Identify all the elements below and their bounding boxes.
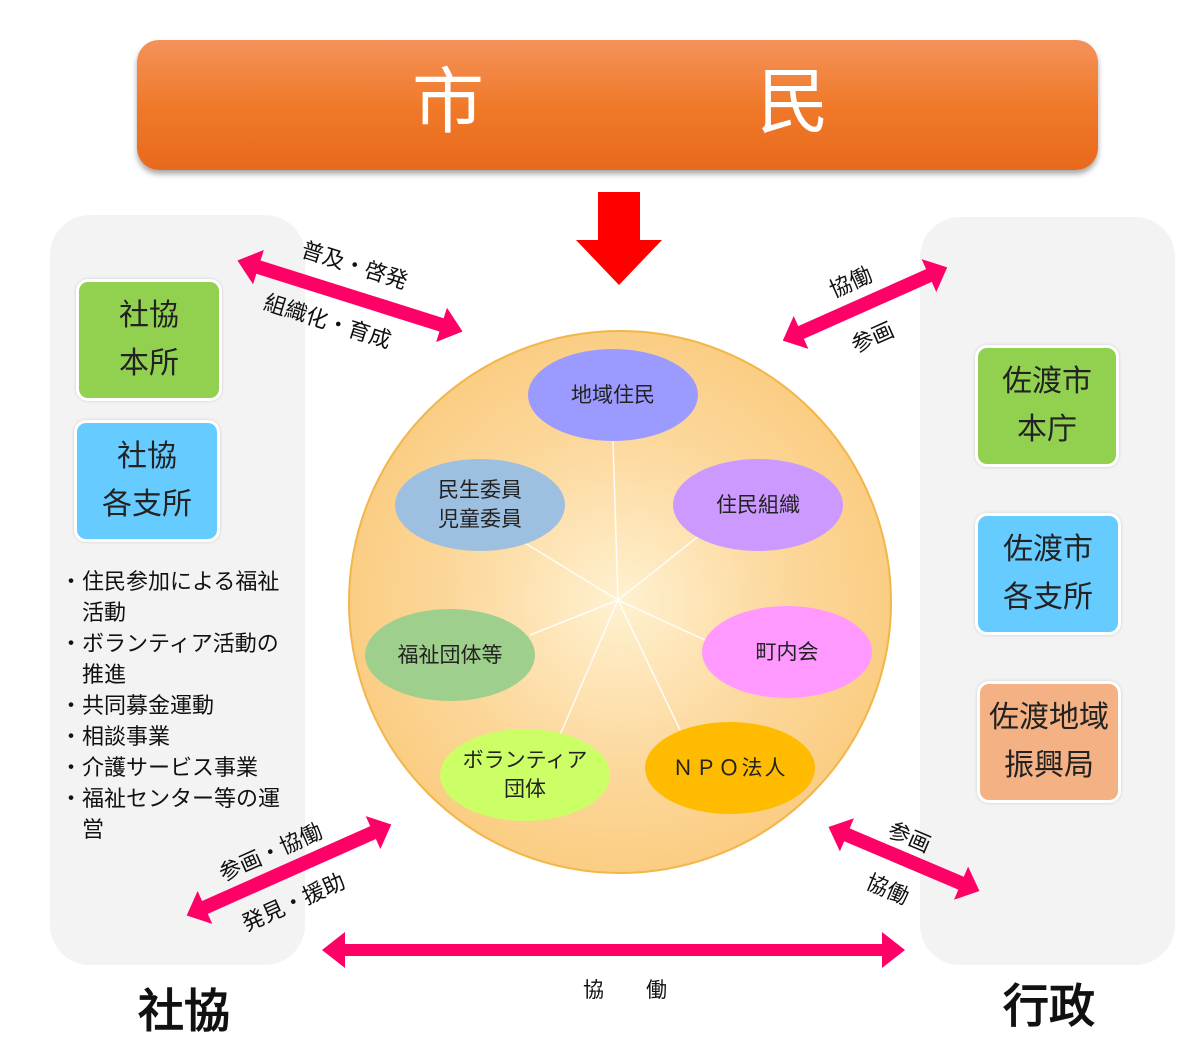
node-neighborhood-association: 町内会 <box>702 606 872 698</box>
double-arrow-icon <box>828 818 980 900</box>
list-item: 福祉センター等の運営 <box>60 784 300 846</box>
list-item: 共同募金運動 <box>60 691 300 722</box>
list-item: 相談事業 <box>60 722 300 753</box>
box-line: 本所 <box>119 346 179 381</box>
node-label: ボランティア <box>462 748 588 772</box>
node-volunteer-groups: ボランティア団体 <box>440 729 610 821</box>
node-label: 福祉団体等 <box>397 642 503 667</box>
box-line: 各支所 <box>1003 580 1093 615</box>
spoke-lines <box>519 439 706 736</box>
node-local-residents: 地域住民 <box>528 349 698 441</box>
node-label: 地域住民 <box>571 382 655 407</box>
box-line: 佐渡地域 <box>989 700 1109 735</box>
box-line: 佐渡市 <box>1002 364 1092 399</box>
node-welfare-groups: 福祉団体等 <box>365 609 535 701</box>
double-arrow-icon <box>186 816 392 924</box>
sado-regional-office-box: 佐渡地域振興局 <box>977 681 1121 803</box>
sado-city-hall-box: 佐渡市本庁 <box>975 345 1119 467</box>
box-line: 社協 <box>119 298 179 333</box>
box-line: 佐渡市 <box>1003 532 1093 567</box>
citizens-banner: 市 民 <box>137 40 1098 170</box>
gyosei-title: 行政 <box>1003 979 1095 1033</box>
shakyo-headquarters-box: 社協本所 <box>76 279 222 401</box>
double-arrow-icon <box>322 932 905 968</box>
shakyo-activities-list: 住民参加による福祉活動 ボランティア活動の推進 共同募金運動 相談事業 介護サー… <box>60 567 300 846</box>
node-resident-organizations: 住民組織 <box>673 459 843 551</box>
node-label: 児童委員 <box>438 507 522 531</box>
box-line: 本庁 <box>1017 412 1077 447</box>
sado-city-branches-box: 佐渡市各支所 <box>975 513 1121 635</box>
box-line: 社協 <box>117 439 177 474</box>
double-arrow-icon <box>782 259 948 349</box>
node-label: ＮＰＯ法人 <box>672 755 788 780</box>
list-item: 住民参加による福祉活動 <box>60 567 300 629</box>
list-item: ボランティア活動の推進 <box>60 629 300 691</box>
node-label: 町内会 <box>755 639 819 664</box>
shakyo-title: 社協 <box>138 984 230 1038</box>
node-npo: ＮＰＯ法人 <box>645 722 815 814</box>
box-line: 振興局 <box>1004 748 1094 783</box>
node-label: 民生委員 <box>438 478 522 502</box>
arrow-label: 協 働 <box>583 978 667 1002</box>
node-label: 団体 <box>504 777 546 801</box>
double-arrow-icon <box>237 249 463 343</box>
box-line: 各支所 <box>102 487 192 522</box>
shakyo-branches-box: 社協各支所 <box>74 420 220 542</box>
node-welfare-commissioners: 民生委員児童委員 <box>395 459 565 551</box>
node-label: 住民組織 <box>716 492 800 517</box>
banner-char-left: 市 <box>412 60 485 144</box>
banner-char-right: 民 <box>757 60 830 144</box>
list-item: 介護サービス事業 <box>60 753 300 784</box>
down-arrow-icon <box>576 192 662 285</box>
